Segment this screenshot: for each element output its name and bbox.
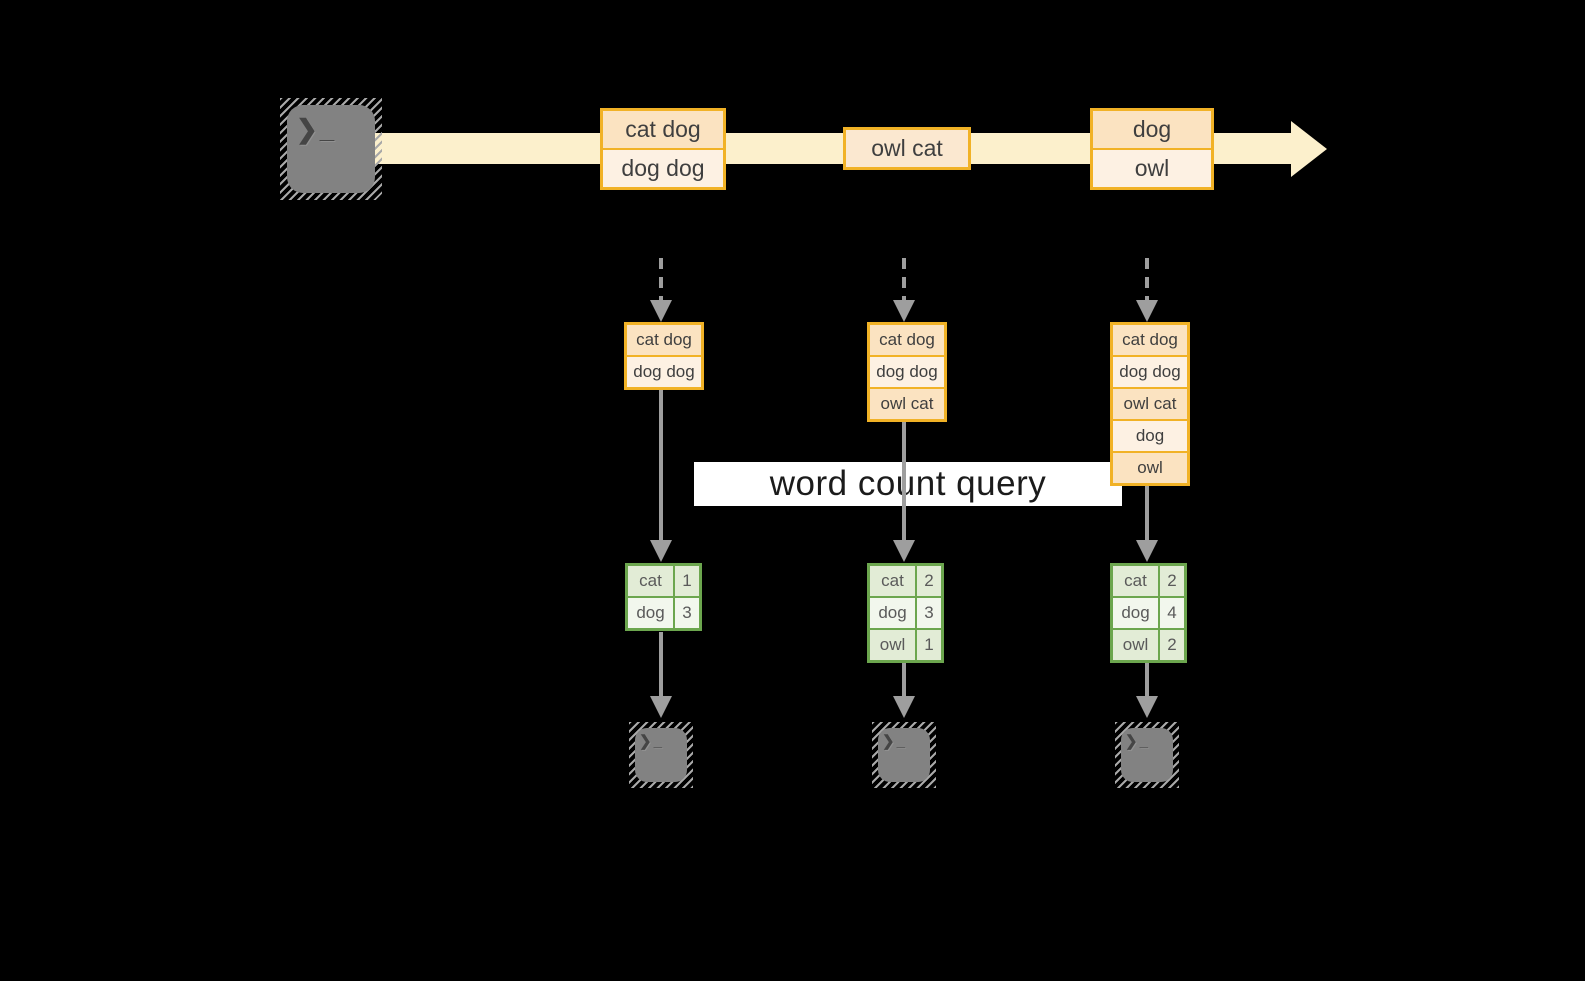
stream-word-pair: cat dog bbox=[603, 111, 723, 148]
arrowhead-icon bbox=[1136, 696, 1158, 718]
count-table-2: cat 2 dog 3 owl 1 bbox=[867, 563, 944, 663]
output-terminal-icon-3: ❯_ bbox=[1115, 722, 1179, 788]
word-buffer-1: cat dog dog dog bbox=[624, 322, 704, 390]
stream-batch-2: owl cat bbox=[843, 127, 971, 170]
arrow-line bbox=[1145, 480, 1149, 540]
count-value: 2 bbox=[1160, 630, 1184, 660]
query-banner-label: word count query bbox=[769, 464, 1047, 503]
arrowhead-icon bbox=[893, 540, 915, 562]
stream-batch-3: dog owl bbox=[1090, 108, 1214, 190]
dashed-arrowhead-icon bbox=[650, 300, 672, 322]
buffer-row: dog dog bbox=[627, 357, 701, 387]
count-table-1: cat 1 dog 3 bbox=[625, 563, 702, 631]
stream-word-pair: dog dog bbox=[603, 150, 723, 187]
word-buffer-2: cat dog dog dog owl cat bbox=[867, 322, 947, 422]
count-table-3: cat 2 dog 4 owl 2 bbox=[1110, 563, 1187, 663]
source-terminal-icon: ❯_ bbox=[280, 98, 382, 200]
terminal-prompt-icon: ❯_ bbox=[296, 114, 337, 144]
count-word: cat bbox=[1113, 566, 1158, 596]
terminal-prompt-icon: ❯_ bbox=[882, 733, 907, 750]
arrowhead-icon bbox=[893, 696, 915, 718]
dashed-arrow-line bbox=[659, 258, 663, 300]
word-buffer-3: cat dog dog dog owl cat dog owl bbox=[1110, 322, 1190, 486]
arrow-line bbox=[902, 419, 906, 540]
query-banner: word count query bbox=[694, 462, 1122, 506]
count-value: 1 bbox=[917, 630, 941, 660]
count-word: cat bbox=[870, 566, 915, 596]
count-word: owl bbox=[1113, 630, 1158, 660]
buffer-row: cat dog bbox=[870, 325, 944, 355]
arrowhead-icon bbox=[1136, 540, 1158, 562]
stream-word-pair: dog bbox=[1093, 111, 1211, 148]
count-word: cat bbox=[628, 566, 673, 596]
output-terminal-icon-2: ❯_ bbox=[872, 722, 936, 788]
count-value: 1 bbox=[675, 566, 699, 596]
count-value: 2 bbox=[1160, 566, 1184, 596]
arrow-line bbox=[1145, 663, 1149, 696]
arrowhead-icon bbox=[650, 540, 672, 562]
buffer-row: owl bbox=[1113, 453, 1187, 483]
arrow-line bbox=[659, 390, 663, 540]
buffer-row: owl cat bbox=[1113, 389, 1187, 419]
arrow-line bbox=[902, 663, 906, 696]
buffer-row: owl cat bbox=[870, 389, 944, 419]
buffer-row: cat dog bbox=[627, 325, 701, 355]
terminal-screen bbox=[1121, 728, 1173, 782]
stream-arrowhead-icon bbox=[1291, 121, 1327, 177]
buffer-row: dog dog bbox=[870, 357, 944, 387]
buffer-row: cat dog bbox=[1113, 325, 1187, 355]
terminal-prompt-icon: ❯_ bbox=[1125, 733, 1150, 750]
count-word: dog bbox=[628, 598, 673, 628]
buffer-row: dog dog bbox=[1113, 357, 1187, 387]
dashed-arrow-line bbox=[902, 258, 906, 300]
stream-word-pair: owl bbox=[1093, 150, 1211, 187]
dashed-arrow-line bbox=[1145, 258, 1149, 300]
terminal-screen bbox=[878, 728, 930, 782]
count-word: owl bbox=[870, 630, 915, 660]
dashed-arrowhead-icon bbox=[893, 300, 915, 322]
stream-batch-1: cat dog dog dog bbox=[600, 108, 726, 190]
count-word: dog bbox=[1113, 598, 1158, 628]
stream-word-pair: owl cat bbox=[846, 130, 968, 167]
output-terminal-icon-1: ❯_ bbox=[629, 722, 693, 788]
count-value: 3 bbox=[675, 598, 699, 628]
count-value: 4 bbox=[1160, 598, 1184, 628]
terminal-prompt-icon: ❯_ bbox=[639, 733, 664, 750]
terminal-screen bbox=[287, 105, 375, 193]
count-value: 3 bbox=[917, 598, 941, 628]
count-word: dog bbox=[870, 598, 915, 628]
buffer-row: dog bbox=[1113, 421, 1187, 451]
terminal-screen bbox=[635, 728, 687, 782]
arrowhead-icon bbox=[650, 696, 672, 718]
count-value: 2 bbox=[917, 566, 941, 596]
arrow-line bbox=[659, 632, 663, 696]
dashed-arrowhead-icon bbox=[1136, 300, 1158, 322]
